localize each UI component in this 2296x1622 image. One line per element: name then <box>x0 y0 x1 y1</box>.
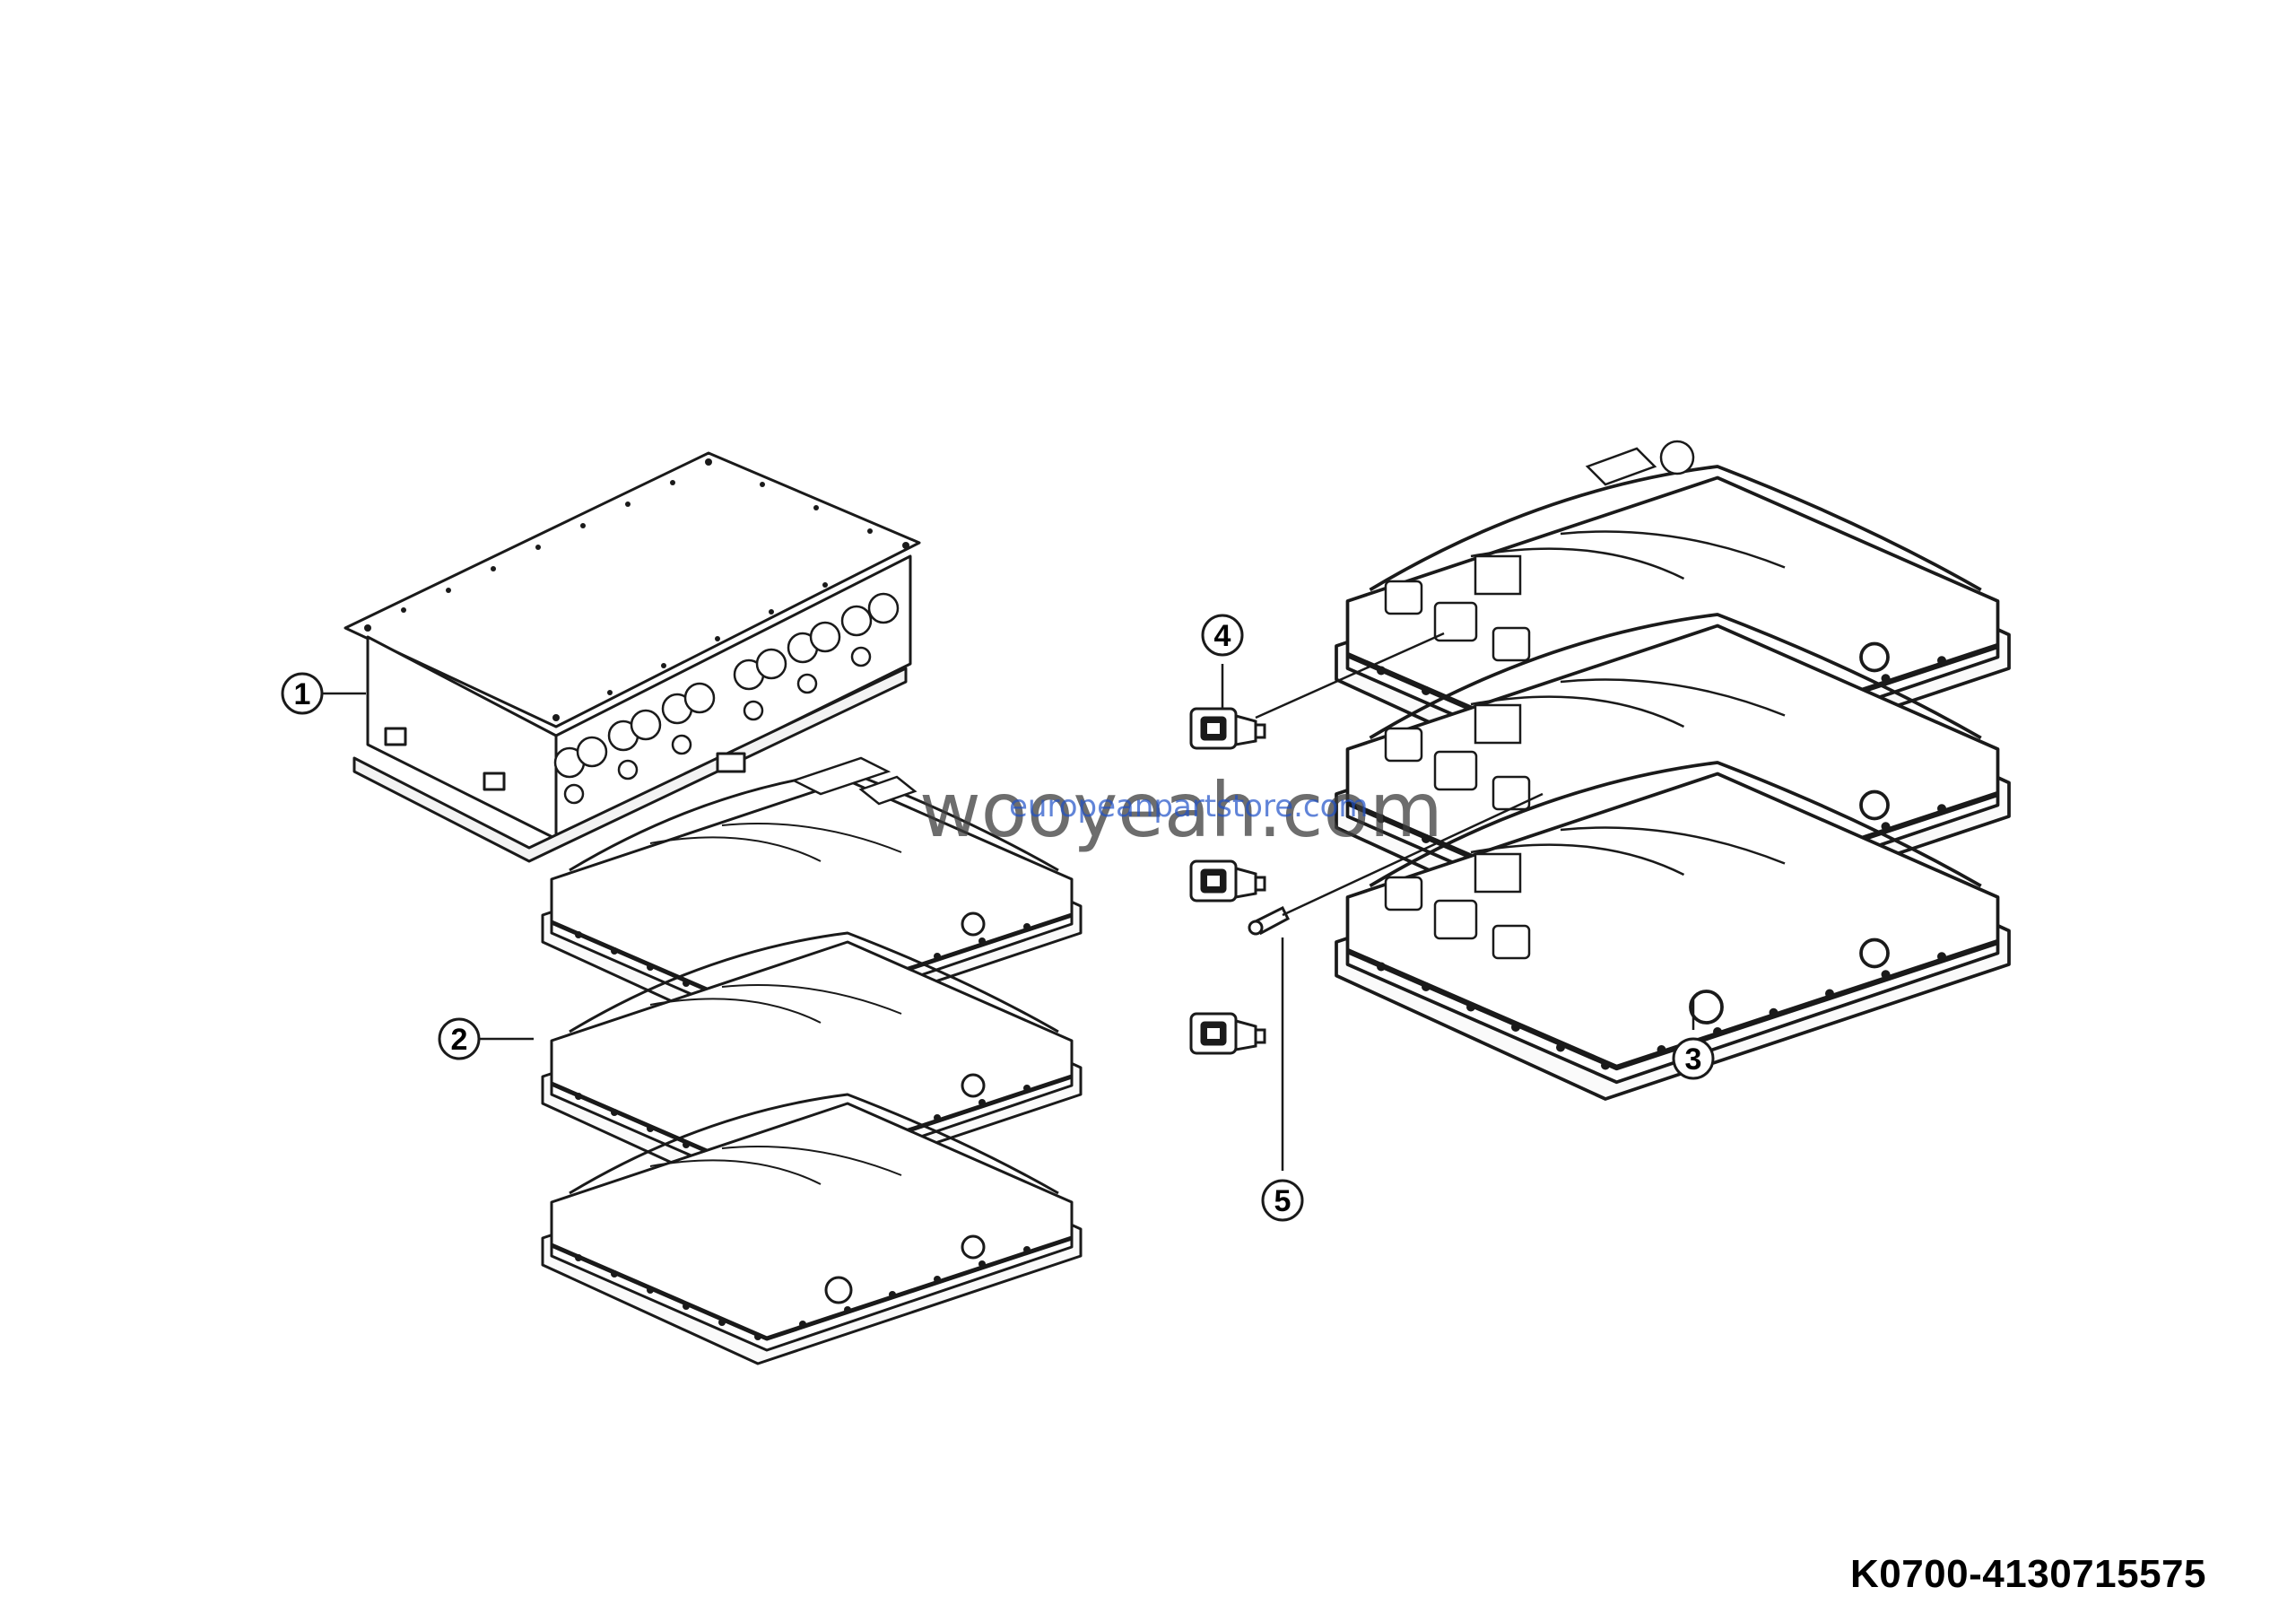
watermark-primary: wooyeah.com <box>919 766 1443 854</box>
battery-stack-part-2 <box>543 772 1081 1364</box>
leader-lines <box>323 632 1695 1171</box>
callout-3-label: 3 <box>1685 1042 1702 1077</box>
warning-label-icon <box>1585 440 1695 486</box>
callout-4-label: 4 <box>1214 619 1231 653</box>
callout-2: 2 <box>438 1017 481 1060</box>
callout-5-label: 5 <box>1274 1184 1292 1218</box>
callout-5: 5 <box>1261 1179 1304 1222</box>
junction-box-part-1 <box>344 451 921 863</box>
module-connectors <box>1384 554 1531 960</box>
watermark-secondary: europeanpartstore.com <box>1009 789 1369 824</box>
connector-part-4 <box>1189 707 1266 1055</box>
callout-1: 1 <box>281 672 324 715</box>
plug-part-5 <box>1248 905 1290 936</box>
warning-label-icon <box>790 756 918 806</box>
callout-4: 4 <box>1201 614 1244 657</box>
callout-3: 3 <box>1672 1037 1715 1080</box>
callout-2-label: 2 <box>451 1023 468 1057</box>
callout-1-label: 1 <box>294 677 311 711</box>
drawing-number: K0700-4130715575 <box>1849 1552 2206 1596</box>
